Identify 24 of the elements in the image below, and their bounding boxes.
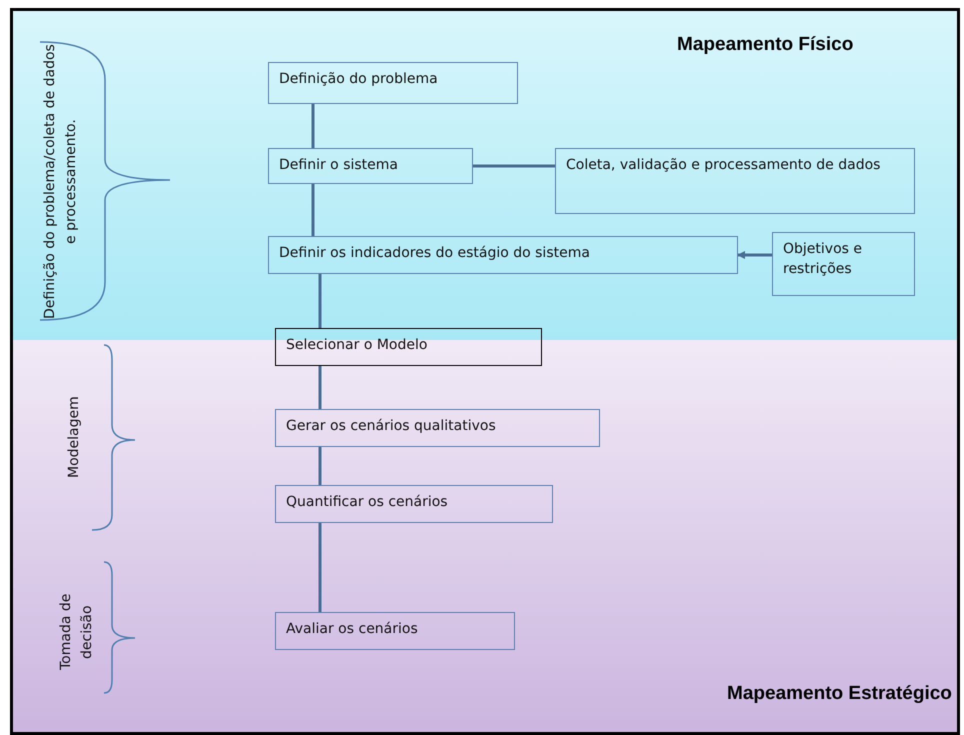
process-box: Avaliar os cenários	[275, 612, 515, 650]
process-box: Coleta, validação e processamento de dados	[555, 148, 915, 214]
process-box: Definir os indicadores do estágio do sistema	[268, 236, 738, 274]
connector-line	[318, 366, 322, 409]
section-title: Mapeamento Estratégico	[727, 683, 952, 705]
connector-line	[318, 274, 322, 328]
section-title: Mapeamento Físico	[677, 34, 854, 56]
process-box: Objetivos e restrições	[772, 232, 915, 296]
section-band	[13, 340, 957, 732]
process-box: Quantificar os cenários	[275, 485, 553, 523]
connector-line	[312, 104, 314, 148]
connector-line	[473, 164, 555, 168]
connector-line	[318, 523, 322, 612]
process-box: Definir o sistema	[268, 148, 473, 184]
process-box: Selecionar o Modelo	[275, 328, 542, 366]
process-box: Gerar os cenários qualitativos	[275, 409, 600, 447]
section-band	[13, 11, 957, 340]
section-label: Modelagem	[65, 395, 83, 480]
section-label: Tomada de decisão	[57, 592, 96, 672]
arrow	[737, 251, 772, 259]
section-label: Definição do problema/coleta de dados e processamento.	[41, 44, 80, 322]
connector-line	[312, 184, 314, 236]
connector-line	[318, 447, 322, 485]
process-box: Definição do problema	[268, 62, 518, 104]
